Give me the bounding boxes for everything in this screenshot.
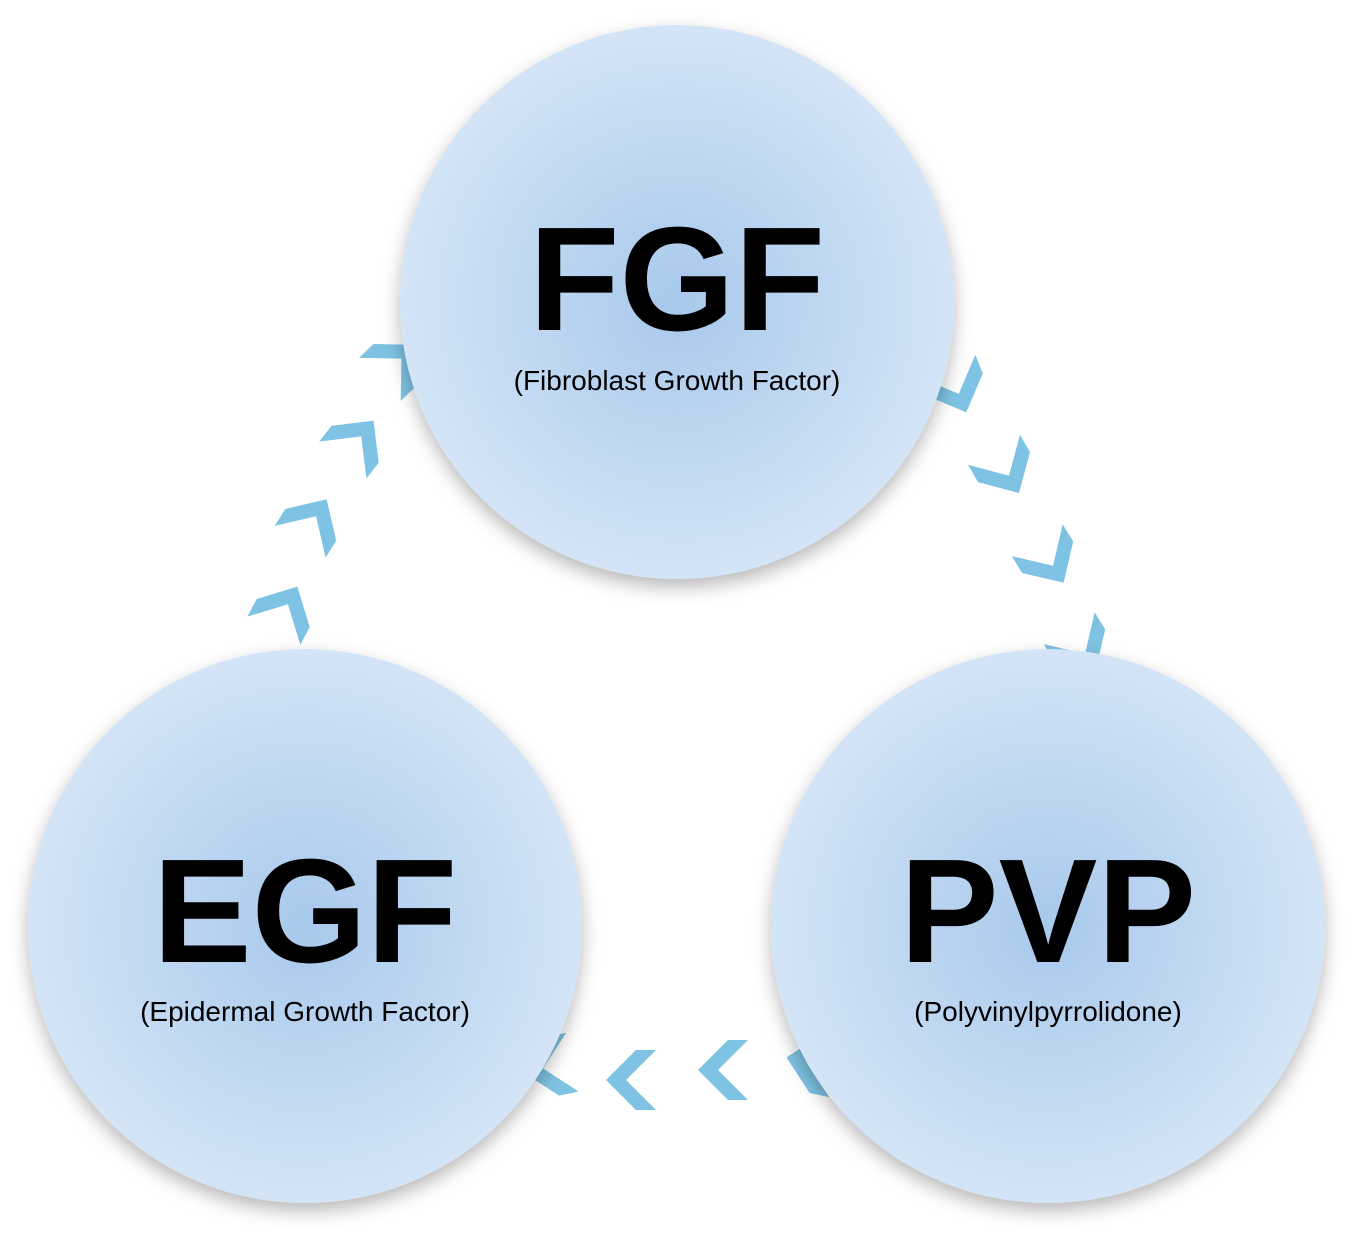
chevron-left-icon <box>786 1034 842 1098</box>
chevron-up-icon <box>359 343 416 402</box>
node-egf: EGF (Epidermal Growth Factor) <box>28 649 582 1203</box>
node-fgf-full-name: (Fibroblast Growth Factor) <box>514 365 841 396</box>
chevron-up-icon <box>319 420 379 479</box>
chevron-up-icon <box>274 499 337 558</box>
node-pvp-abbr: PVP <box>900 829 1196 994</box>
node-fgf: FGF (Fibroblast Growth Factor) <box>400 25 954 579</box>
arrow-pvp-to-egf <box>523 1032 842 1110</box>
chevron-left-icon <box>606 1050 656 1110</box>
arrow-fgf-to-pvp <box>919 354 1106 671</box>
node-fgf-abbr: FGF <box>529 197 825 362</box>
arrow-egf-to-fgf <box>247 343 416 645</box>
node-fgf-circle <box>400 25 954 579</box>
node-pvp: PVP (Polyvinylpyrrolidone) <box>771 649 1325 1203</box>
chevron-left-icon <box>698 1040 748 1100</box>
chevron-right-icon <box>1011 524 1074 583</box>
node-pvp-circle <box>771 649 1325 1203</box>
chevron-right-icon <box>968 434 1030 494</box>
node-egf-circle <box>28 649 582 1203</box>
node-pvp-full-name: (Polyvinylpyrrolidone) <box>914 996 1182 1027</box>
chevron-left-icon <box>523 1032 579 1096</box>
node-egf-full-name: (Epidermal Growth Factor) <box>140 996 470 1027</box>
chevron-up-icon <box>247 586 310 645</box>
node-egf-abbr: EGF <box>153 829 457 994</box>
